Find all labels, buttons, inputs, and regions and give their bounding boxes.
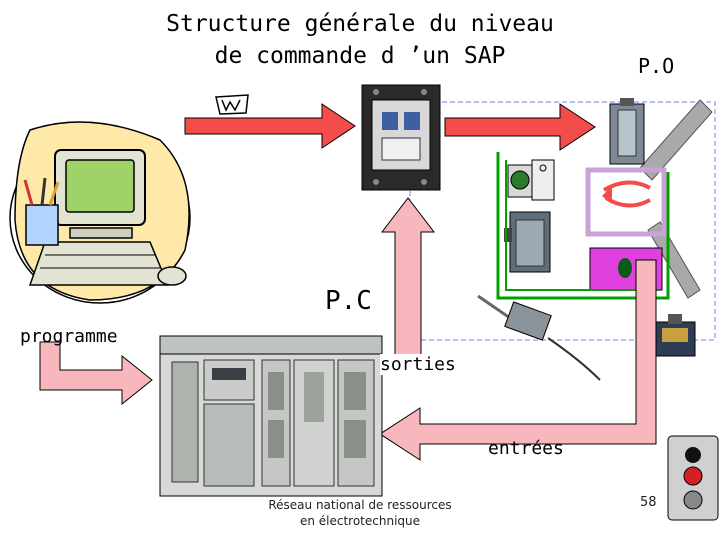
workpiece-frame <box>585 167 667 237</box>
pink-arrow-inputs <box>379 259 657 461</box>
operative-part-label: P.O <box>638 54 675 78</box>
mechanism-bar-lower <box>647 221 701 299</box>
computer-icon <box>9 121 191 304</box>
footer-line2: en électrotechnique <box>299 514 421 528</box>
motor-icon <box>507 159 555 201</box>
pink-arrow-outputs <box>380 197 436 363</box>
red-arrow-to-actuator <box>444 103 596 151</box>
control-part-label: P.C <box>325 286 372 316</box>
plc-icon <box>159 335 383 497</box>
actuator-icon <box>609 98 645 165</box>
operative-link-outer <box>496 152 670 300</box>
footer-credit: Réseau national de ressources en électro… <box>240 497 480 529</box>
valve-icon <box>504 211 551 273</box>
slide-title: Structure générale du niveau de commande… <box>120 8 600 72</box>
mechanism-bar-upper <box>639 99 713 181</box>
pink-arrow-programme <box>39 341 153 406</box>
operative-link-inner <box>505 160 660 291</box>
page-number: 58 <box>640 495 657 510</box>
slide-title-line1: Structure générale du niveau <box>166 11 554 37</box>
sensor-icon <box>477 294 601 381</box>
outputs-label: sorties <box>380 354 456 375</box>
footer-line1: Réseau national de ressources <box>268 498 452 512</box>
contactor-icon <box>361 84 441 191</box>
rotation-arrow-head <box>602 186 612 204</box>
program-sheet-icon <box>215 94 249 115</box>
limit-switch-icon <box>654 314 696 357</box>
red-arrow-to-preactuator <box>184 103 356 149</box>
workpiece-indicator <box>618 258 632 278</box>
slide-title-line2: de commande d ’un SAP <box>214 43 506 69</box>
operative-part-boundary <box>409 101 716 341</box>
inputs-label: entrées <box>488 438 564 459</box>
pushbutton-station-icon <box>667 435 719 521</box>
programme-label: programme <box>20 326 118 347</box>
